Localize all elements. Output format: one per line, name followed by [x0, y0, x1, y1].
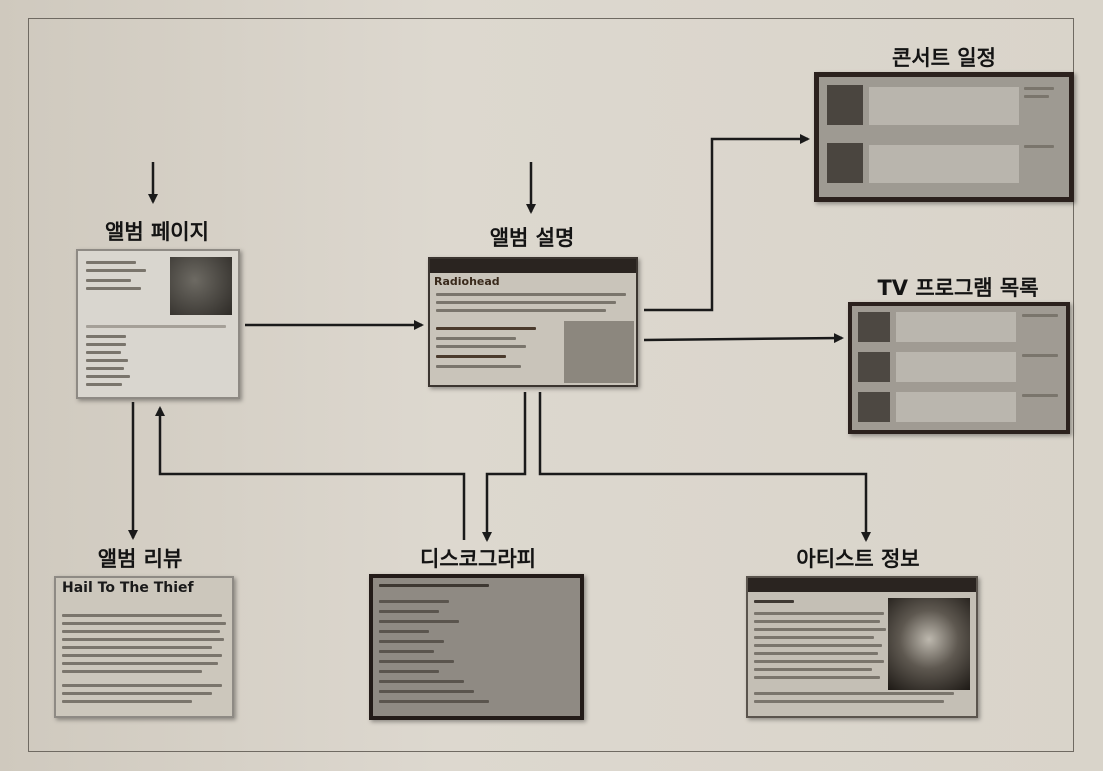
arrow-description-to-artist [538, 392, 871, 542]
thumb-album-description: Radiohead [428, 257, 638, 387]
figure-frame [28, 18, 1074, 752]
thumb-concert-schedule [814, 72, 1074, 202]
thumb-tv-listings [848, 302, 1070, 434]
thumb-artist-info [746, 576, 978, 718]
arrow-description-to-tv [643, 333, 844, 344]
label-album-page: 앨범 페이지 [105, 220, 209, 244]
album-review-heading: Hail To The Thief [62, 580, 194, 596]
artist-photo [888, 598, 970, 690]
thumb-album-page [76, 249, 240, 399]
arrow-description-to-concert [644, 134, 810, 312]
thumb-discography [369, 574, 584, 720]
album-description-heading: Radiohead [434, 275, 500, 288]
label-artist-info: 아티스트 정보 [796, 547, 920, 571]
label-album-review: 앨범 리뷰 [97, 547, 183, 571]
label-concert-schedule: 콘서트 일정 [892, 46, 996, 70]
label-album-description: 앨범 설명 [489, 226, 575, 250]
label-tv-listings: TV 프로그램 목록 [877, 276, 1039, 300]
arrow-description-to-discography [482, 392, 527, 542]
label-discography: 디스코그라피 [420, 547, 536, 571]
thumb-album-review: Hail To The Thief [54, 576, 234, 718]
album-cover-image [170, 257, 232, 315]
arrow-discography-to-album-page [155, 406, 466, 540]
